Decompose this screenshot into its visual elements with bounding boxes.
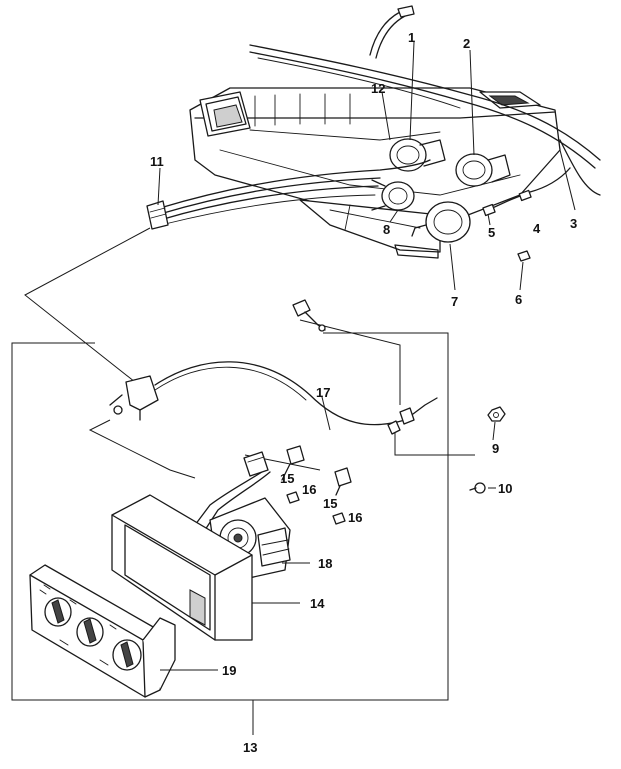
leader-lines-upper: [157, 41, 576, 489]
callout-15b: 15: [323, 496, 337, 511]
control-bezel-14: [111, 494, 300, 641]
callout-18: 18: [318, 556, 332, 571]
cable-clip-top: [292, 299, 326, 332]
cable-end-5: [482, 167, 571, 217]
callout-15a: 15: [280, 471, 294, 486]
callout-16b: 16: [348, 510, 362, 525]
callout-4: 4: [533, 221, 541, 236]
callout-9: 9: [492, 441, 499, 456]
callout-1: 1: [408, 30, 415, 45]
control-panel-face-19: [29, 564, 218, 698]
nut-9: [487, 406, 506, 422]
callout-6: 6: [515, 292, 522, 307]
assembly-bracket-13: [11, 332, 449, 701]
temperature-knob: [44, 597, 72, 627]
callout-labels: 1 2 3 4 5 6 7 8 9 10 11 12 13 14 15 15 1…: [150, 30, 577, 755]
callout-10: 10: [498, 481, 512, 496]
callout-13: 13: [243, 740, 257, 755]
connector-15b: [334, 467, 352, 496]
screw-16b: [332, 512, 346, 525]
actuator-motor-8: [371, 179, 415, 211]
callout-8: 8: [383, 222, 390, 237]
callout-3: 3: [570, 216, 577, 231]
assembly-guide-lines: [24, 227, 475, 479]
control-cable-bundle-upper: [249, 5, 601, 196]
screw-16a: [286, 491, 300, 504]
callout-2: 2: [463, 36, 470, 51]
wiring-harness: [146, 159, 431, 230]
callout-11: 11: [150, 154, 164, 169]
connector-15a: [281, 445, 305, 481]
callout-12: 12: [371, 81, 385, 96]
actuator-motor-7: [411, 201, 471, 243]
screw-6: [517, 250, 531, 262]
callout-16a: 16: [302, 482, 316, 497]
callout-5: 5: [488, 225, 495, 240]
fan-speed-knob: [112, 639, 142, 671]
callout-17: 17: [316, 385, 330, 400]
heater-unit-housing: [189, 87, 561, 259]
bolt-10: [469, 482, 486, 494]
control-unit-wiring: [194, 451, 271, 531]
callout-19: 19: [222, 663, 236, 678]
mode-knob: [76, 617, 104, 647]
callout-7: 7: [451, 294, 458, 309]
callout-14: 14: [310, 596, 325, 611]
control-cable-17: [109, 361, 438, 435]
actuator-motor-1: [389, 138, 446, 172]
